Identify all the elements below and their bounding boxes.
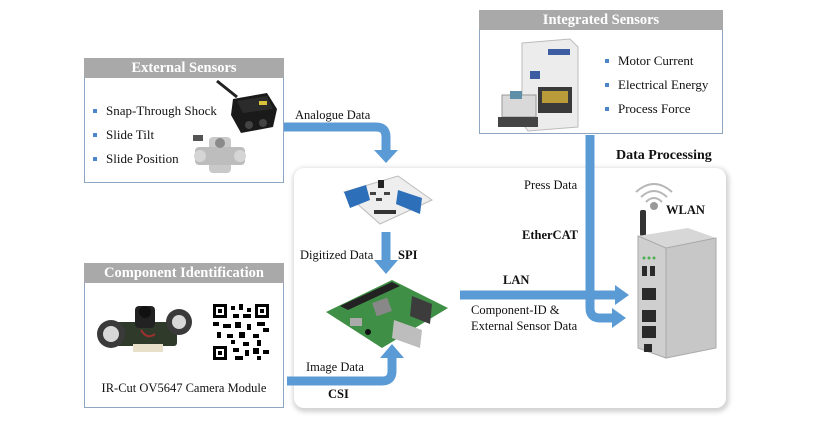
bullet-icon xyxy=(93,133,97,137)
camera-module-caption: IR-Cut OV5647 Camera Module xyxy=(101,381,267,395)
wifi-signal-icon xyxy=(635,183,673,210)
integrated-sensors-list: Motor Current Electrical Energy Process … xyxy=(605,49,708,121)
list-item: Motor Current xyxy=(605,49,708,73)
list-item: Slide Position xyxy=(93,147,217,171)
ethercat-arrow xyxy=(585,135,614,323)
qr-code-image xyxy=(213,304,269,360)
integrated-sensors-panel: Integrated Sensors Motor Current Electri… xyxy=(479,10,723,134)
bullet-icon xyxy=(605,107,609,111)
lan-label: LAN xyxy=(503,273,530,287)
bullet-icon xyxy=(605,83,609,87)
press-machine-image xyxy=(498,38,579,132)
analogue-arrowhead xyxy=(374,150,398,163)
component-id-label-line1: Component-ID & xyxy=(471,303,560,317)
bullet-icon xyxy=(93,157,97,161)
external-sensors-list: Snap-Through Shock Slide Tilt Slide Posi… xyxy=(93,99,217,171)
press-data-label: Press Data xyxy=(524,178,578,192)
lan-arrowhead xyxy=(615,285,629,305)
integrated-sensors-title: Integrated Sensors xyxy=(479,10,723,30)
camera-module-image xyxy=(97,306,192,352)
tilt-sensor-image xyxy=(193,135,246,173)
analogue-data-label: Analogue Data xyxy=(295,108,371,122)
external-sensors-title: External Sensors xyxy=(84,58,284,78)
digitized-data-label: Digitized Data xyxy=(300,248,374,262)
spi-label: SPI xyxy=(398,248,418,262)
spi-arrowhead xyxy=(374,260,398,274)
edge-gateway-image xyxy=(637,210,717,359)
ethercat-label: EtherCAT xyxy=(522,228,579,242)
list-item: Slide Tilt xyxy=(93,123,217,147)
list-item: Electrical Energy xyxy=(605,73,708,97)
analogue-arrow xyxy=(284,122,391,150)
list-item: Process Force xyxy=(605,97,708,121)
bullet-icon xyxy=(605,59,609,63)
raspberry-pi-image xyxy=(326,280,448,348)
external-sensors-panel: External Sensors Snap-Through Shock Slid… xyxy=(84,58,284,183)
csi-arrow xyxy=(287,356,397,386)
component-id-label-line2: External Sensor Data xyxy=(471,319,578,333)
ad-converter-board-image xyxy=(342,175,433,225)
component-identification-panel: Component Identification IR-Cut OV5647 C… xyxy=(84,263,284,408)
component-identification-title: Component Identification xyxy=(84,263,284,283)
bullet-icon xyxy=(93,109,97,113)
data-processing-title: Data Processing xyxy=(616,148,712,163)
image-data-label: Image Data xyxy=(306,360,364,374)
csi-arrowhead xyxy=(380,344,404,358)
laser-sensor-image xyxy=(216,79,277,133)
list-item: Snap-Through Shock xyxy=(93,99,217,123)
wlan-label: WLAN xyxy=(666,203,705,217)
ethercat-arrowhead xyxy=(612,308,626,328)
csi-label: CSI xyxy=(328,387,349,401)
